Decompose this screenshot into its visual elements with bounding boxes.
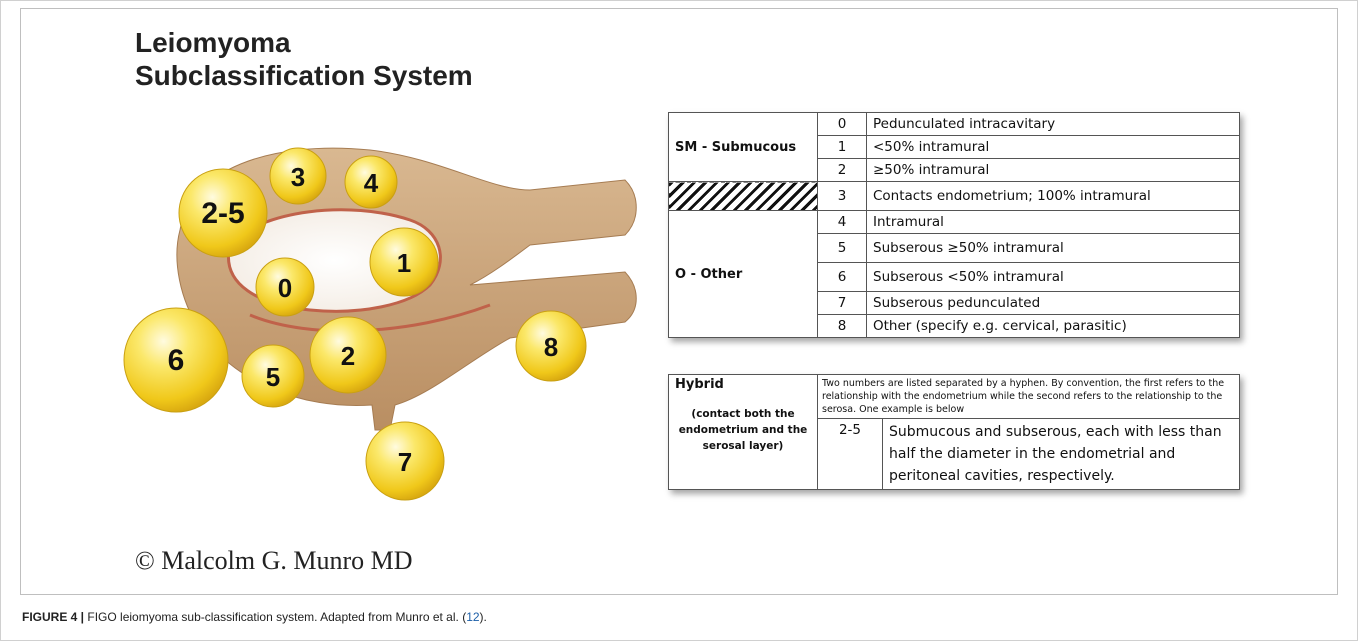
type-number: 0 bbox=[818, 113, 867, 136]
fibroid-label: 3 bbox=[291, 162, 305, 192]
type-description: Contacts endometrium; 100% intramural bbox=[867, 182, 1240, 211]
type-number: 7 bbox=[818, 292, 867, 315]
type-number: 6 bbox=[818, 263, 867, 292]
fibroid-1: 1 bbox=[370, 228, 438, 296]
fibroid-label: 8 bbox=[544, 332, 558, 362]
hybrid-label: Hybrid bbox=[675, 375, 811, 392]
type-description: Subserous pedunculated bbox=[867, 292, 1240, 315]
type-description: ≥50% intramural bbox=[867, 159, 1240, 182]
caption-reference-link[interactable]: 12 bbox=[466, 610, 479, 624]
classification-table: SM - Submucous 0 Pedunculated intracavit… bbox=[668, 112, 1240, 338]
fibroid-5: 5 bbox=[242, 345, 304, 407]
caption-text: FIGO leiomyoma sub-classification system… bbox=[84, 610, 466, 624]
type-number: 5 bbox=[818, 234, 867, 263]
fibroid-label: 7 bbox=[398, 447, 412, 477]
type-description: Subserous <50% intramural bbox=[867, 263, 1240, 292]
copyright-credit: © Malcolm G. Munro MD bbox=[135, 546, 413, 576]
group-submucous: SM - Submucous bbox=[669, 113, 818, 182]
type-description: <50% intramural bbox=[867, 136, 1240, 159]
title-line-2: Subclassification System bbox=[135, 59, 473, 92]
hybrid-group-cell: Hybrid (contact both the endometrium and… bbox=[669, 375, 818, 490]
fibroid-label: 0 bbox=[278, 273, 292, 303]
hybrid-sublabel: (contact both the endometrium and the se… bbox=[675, 406, 811, 454]
fibroid-2: 2 bbox=[310, 317, 386, 393]
table-row: 3 Contacts endometrium; 100% intramural bbox=[669, 182, 1240, 211]
caption-label: FIGURE 4 | bbox=[22, 610, 84, 624]
type-description: Intramural bbox=[867, 211, 1240, 234]
type-number: 4 bbox=[818, 211, 867, 234]
fibroid-7: 7 bbox=[366, 422, 444, 500]
table-row: SM - Submucous 0 Pedunculated intracavit… bbox=[669, 113, 1240, 136]
type-description: Subserous ≥50% intramural bbox=[867, 234, 1240, 263]
table-row: O - Other 4 Intramural bbox=[669, 211, 1240, 234]
fibroid-2-5: 2-5 bbox=[179, 169, 267, 257]
hybrid-note: Two numbers are listed separated by a hy… bbox=[818, 375, 1240, 419]
fibroid-label: 4 bbox=[364, 168, 379, 198]
fibroid-6: 6 bbox=[124, 308, 228, 412]
fibroid-label: 2-5 bbox=[201, 197, 244, 230]
fibroid-label: 1 bbox=[397, 248, 411, 278]
fibroid-label: 2 bbox=[341, 341, 355, 371]
fibroid-label: 5 bbox=[266, 362, 280, 392]
type-description: Pedunculated intracavitary bbox=[867, 113, 1240, 136]
hatched-cell bbox=[669, 182, 818, 211]
fibroid-8: 8 bbox=[516, 311, 586, 381]
figure-caption: FIGURE 4 | FIGO leiomyoma sub-classifica… bbox=[22, 610, 487, 624]
hybrid-example-description: Submucous and subserous, each with less … bbox=[883, 419, 1240, 490]
type-number: 8 bbox=[818, 315, 867, 338]
diagram-title: Leiomyoma Subclassification System bbox=[135, 26, 473, 92]
type-number: 2 bbox=[818, 159, 867, 182]
hybrid-table: Hybrid (contact both the endometrium and… bbox=[668, 374, 1240, 490]
title-line-1: Leiomyoma bbox=[135, 26, 473, 59]
fibroid-label: 6 bbox=[168, 344, 185, 377]
fibroid-4: 4 bbox=[345, 156, 397, 208]
type-number: 1 bbox=[818, 136, 867, 159]
table-row: Hybrid (contact both the endometrium and… bbox=[669, 375, 1240, 419]
type-number: 3 bbox=[818, 182, 867, 211]
fibroid-3: 3 bbox=[270, 148, 326, 204]
caption-end: ). bbox=[480, 610, 487, 624]
fibroid-0: 0 bbox=[256, 258, 314, 316]
group-other: O - Other bbox=[669, 211, 818, 338]
type-description: Other (specify e.g. cervical, parasitic) bbox=[867, 315, 1240, 338]
hybrid-example-number: 2-5 bbox=[818, 419, 883, 490]
